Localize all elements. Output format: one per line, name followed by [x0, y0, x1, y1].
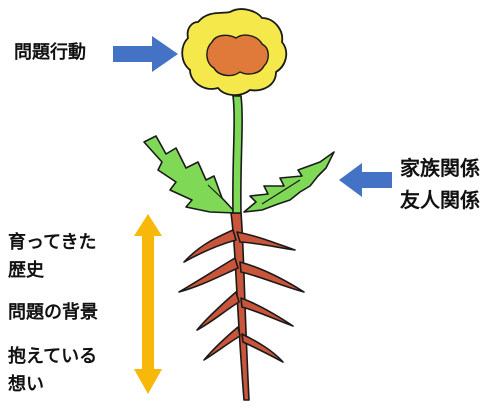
root-history-label-line2: 歴史	[8, 260, 44, 281]
friend-relations-label: 友人関係	[400, 188, 480, 212]
arrow-up-down-icon	[134, 214, 162, 394]
arrow-left-icon	[339, 163, 392, 197]
root-background-label: 問題の背景	[8, 302, 98, 323]
stem	[232, 95, 243, 214]
family-relations-label: 家族関係	[400, 156, 480, 180]
root-feelings-label-line2: 想い	[8, 374, 44, 395]
root-feelings-label-line1: 抱えている	[8, 346, 98, 367]
arrow-right-icon	[113, 36, 178, 72]
root	[178, 212, 305, 401]
dandelion-flower	[181, 8, 288, 96]
leaf	[143, 135, 335, 214]
behavior-label: 問題行動	[14, 42, 86, 63]
root-history-label-line1: 育ってきた	[8, 232, 97, 253]
